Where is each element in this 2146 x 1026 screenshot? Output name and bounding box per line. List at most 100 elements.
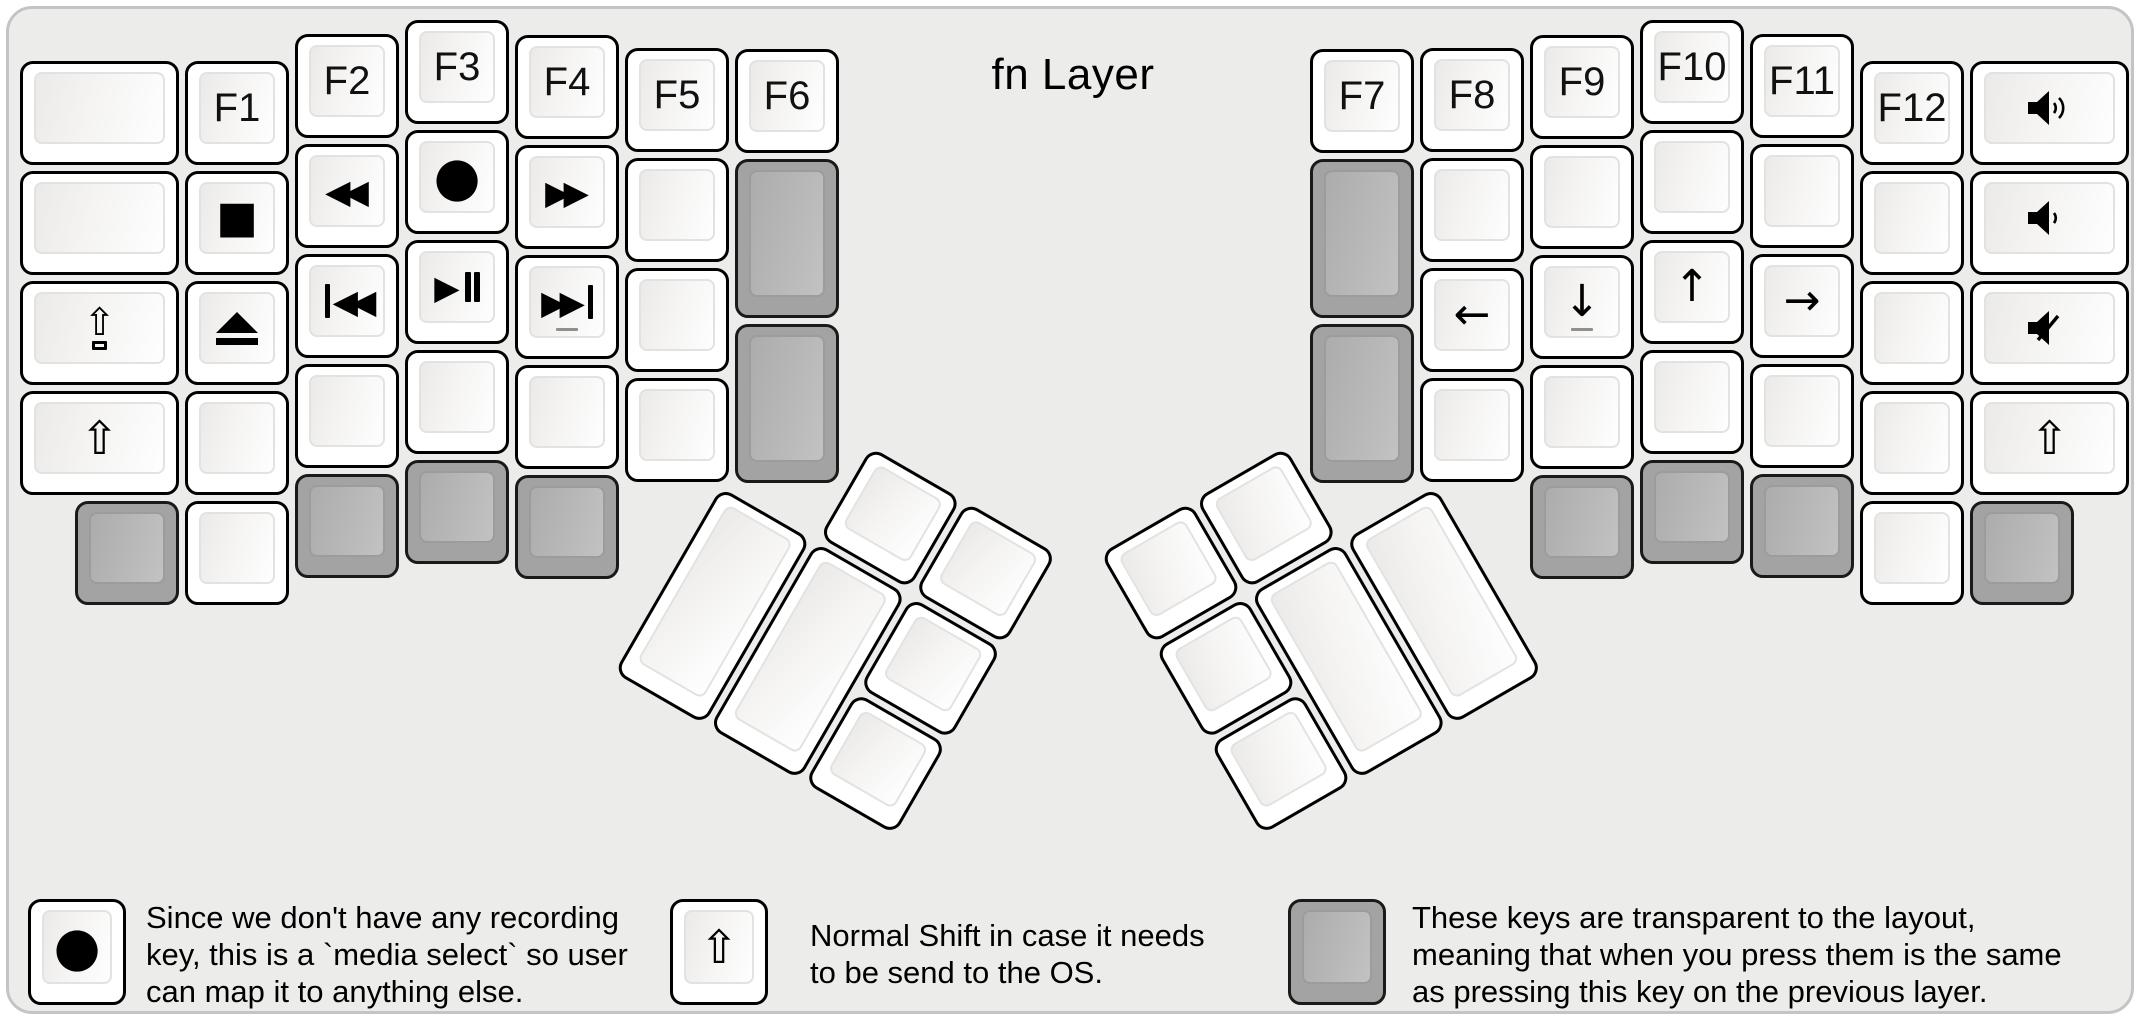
shift-icon: ⇧ (80, 411, 119, 465)
key-caps-lock: ⇧ (20, 281, 179, 385)
key-f1: F1 (185, 61, 289, 165)
play-pause-icon: ▶ (434, 271, 480, 304)
shift-icon: ⇧ (2030, 411, 2069, 465)
key-right-c2-r1-top (1764, 155, 1840, 227)
layer-title: fn Layer (991, 50, 1155, 99)
arrow-right-icon: → (1783, 275, 1821, 326)
key-right-c2-r3-top (1764, 375, 1840, 447)
key-arrow-right-top: → (1764, 265, 1840, 337)
key-eject (185, 281, 289, 385)
key-f8: F8 (1420, 48, 1524, 152)
key-left-c1-r4-top (199, 512, 275, 584)
key-left-c5-r2 (625, 268, 729, 372)
key-right-c1-r4-top (1874, 512, 1950, 584)
key-rewind: ◀◀ (295, 144, 399, 248)
key-right-c5-r1-top (1434, 169, 1510, 241)
arrow-up-icon: ↑ (1673, 261, 1711, 312)
key-left-inner-bottom-transparent-top (749, 335, 825, 462)
arrow-left-icon: ← (1453, 289, 1491, 340)
key-left-inner-bottom-transparent (735, 324, 839, 483)
key-right-c5-r3-top (1434, 389, 1510, 461)
key-left-c4-r3 (515, 365, 619, 469)
key-volume-down-top (1984, 182, 2115, 254)
key-f6-label: F6 (763, 73, 811, 118)
key-record-top: ● (419, 141, 495, 213)
key-right-c2-r4-transparent-top (1764, 485, 1840, 557)
key-left-c3-r4-transparent-top (419, 471, 495, 543)
key-left-c2-r4-transparent-top (309, 485, 385, 557)
key-f11: F11 (1750, 34, 1854, 138)
key-f9-top: F9 (1544, 46, 1620, 118)
key-right-c4-r1 (1530, 145, 1634, 249)
shift-icon: ⇧ (699, 920, 739, 974)
key-shift-left-top: ⇧ (34, 402, 165, 474)
legend-media-select-key: ● (28, 899, 126, 1005)
key-caps-lock-top: ⇧ (34, 292, 165, 364)
key-f3-label: F3 (433, 44, 481, 89)
stop-icon: ■ (216, 192, 258, 243)
key-right-c2-r1 (1750, 144, 1854, 248)
key-fast-forward: ▶▶ (515, 145, 619, 249)
key-f5: F5 (625, 48, 729, 152)
key-rthumb-side-1-top (1172, 613, 1275, 715)
previous-track-icon: ◀◀ (324, 284, 376, 318)
key-play-pause-top: ▶ (419, 251, 495, 323)
volume-up-icon (2027, 91, 2064, 125)
key-f1-top: F1 (199, 72, 275, 144)
key-right-c3-r1 (1640, 130, 1744, 234)
key-f6-top: F6 (749, 60, 825, 132)
key-right-c1-r2-top (1874, 292, 1950, 364)
key-f10: F10 (1640, 20, 1744, 124)
record-icon: ● (53, 915, 101, 978)
key-arrow-up: ↑ (1640, 240, 1744, 344)
key-arrow-down: ↓ (1530, 255, 1634, 359)
key-f5-label: F5 (653, 72, 701, 117)
key-right-c4-r1-top (1544, 156, 1620, 228)
key-rthumb-top-1-top (1117, 518, 1220, 619)
key-left-c1-r3 (185, 391, 289, 495)
key-f7-label: F7 (1338, 73, 1386, 118)
key-left-inner-top-transparent (735, 159, 839, 318)
key-shift-right-top: ⇧ (1984, 402, 2115, 474)
key-prev-track-top: ◀◀ (309, 265, 385, 337)
key-left-bottom-transparent-top (89, 512, 165, 584)
key-stop: ■ (185, 171, 289, 275)
key-left-c3-r3-top (419, 361, 495, 433)
key-f7-top: F7 (1324, 60, 1400, 132)
key-f2-label: F2 (323, 58, 371, 103)
key-next-track: ▶▶ (515, 255, 619, 359)
key-left-c5-r1-top (639, 169, 715, 241)
key-right-c1-r3-top (1874, 402, 1950, 474)
legend-normal-shift-key-top: ⇧ (684, 910, 754, 984)
legend-normal-shift-text: Normal Shift in case it needs to be send… (810, 918, 1205, 990)
key-right-inner-bottom-transparent (1310, 324, 1414, 483)
key-rthumb-side-2-top (1227, 709, 1330, 810)
key-f10-label: F10 (1657, 44, 1727, 89)
volume-down-icon (2027, 201, 2057, 235)
key-f12: F12 (1860, 61, 1964, 165)
key-next-track-top: ▶▶ (529, 266, 605, 338)
eject-icon (216, 311, 258, 345)
key-f12-label: F12 (1877, 85, 1947, 130)
volume-mute-icon (2027, 311, 2059, 345)
key-right-inner-top-transparent (1310, 159, 1414, 318)
key-volume-mute-top (1984, 292, 2115, 364)
key-left-c4-r3-top (529, 376, 605, 448)
key-shift-right: ⇧ (1970, 391, 2129, 495)
key-f3-top: F3 (419, 31, 495, 103)
record-icon: ● (433, 145, 481, 208)
key-right-c1-r1-top (1874, 182, 1950, 254)
key-f8-top: F8 (1434, 59, 1510, 131)
key-right-c5-r1 (1420, 158, 1524, 262)
key-lthumb-side-2-top (827, 709, 929, 810)
key-arrow-up-top: ↑ (1654, 251, 1730, 323)
key-right-c4-r3-top (1544, 376, 1620, 448)
key-left-outer-r1 (20, 171, 179, 275)
legend-transparent-keys-key (1288, 899, 1386, 1005)
key-left-c5-r2-top (639, 279, 715, 351)
key-f4-label: F4 (543, 59, 591, 104)
key-left-c5-r1 (625, 158, 729, 262)
legend-transparent-keys-text: These keys are transparent to the layout… (1412, 900, 2062, 1009)
key-play-pause: ▶ (405, 240, 509, 344)
fast-forward-icon: ▶▶ (545, 172, 589, 212)
